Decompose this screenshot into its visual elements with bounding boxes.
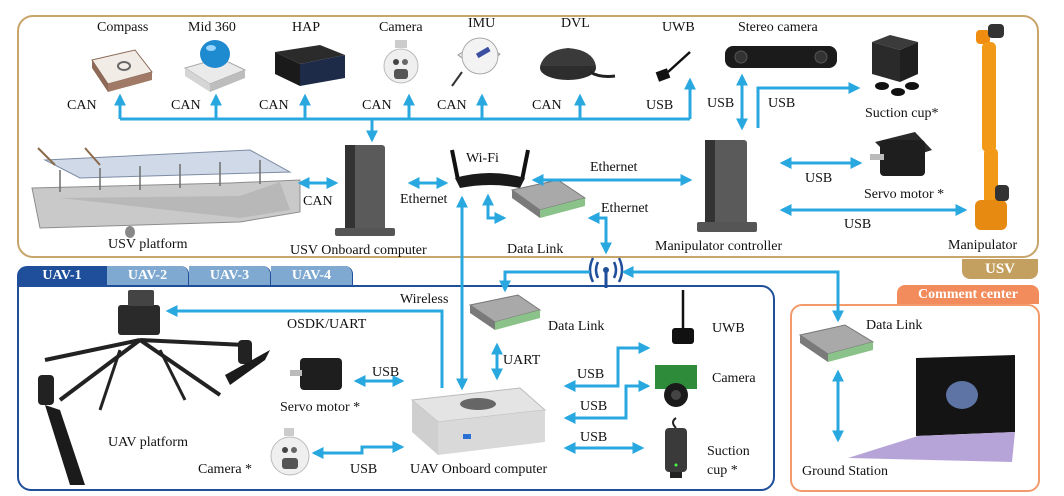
label-uav-onboard-computer: UAV Onboard computer — [410, 462, 548, 477]
tab-uav-2[interactable]: UAV-2 — [107, 266, 189, 286]
label-stereo-camera: Stereo camera — [738, 20, 818, 35]
link-imu: CAN — [437, 98, 467, 113]
link-uwb: USB — [646, 98, 674, 113]
link-stereo-1: USB — [707, 96, 735, 111]
label-usv-suction-cup: Suction cup* — [865, 106, 939, 121]
tab-uav-3[interactable]: UAV-3 — [189, 266, 271, 286]
antenna-hub-icon — [588, 257, 624, 288]
link-osdk-uart: OSDK/UART — [287, 317, 367, 332]
label-uav-camera-star: Camera * — [198, 462, 253, 477]
link-servo-usv: USB — [805, 171, 833, 186]
link-camera-uav: USB — [580, 399, 608, 414]
link-wifi-manipulator: Ethernet — [590, 160, 638, 175]
comment-center-panel — [790, 304, 1040, 492]
link-uart: UART — [503, 353, 541, 368]
label-uav-uwb: UWB — [712, 321, 745, 336]
label-hap: HAP — [292, 20, 321, 35]
label-usv-platform: USV platform — [108, 237, 188, 252]
label-ground-station: Ground Station — [802, 464, 888, 479]
link-camera-star: USB — [350, 462, 378, 477]
link-servo-uav: USB — [372, 365, 400, 380]
label-uav-servo-motor: Servo motor * — [280, 400, 361, 415]
label-imu: IMU — [468, 16, 496, 31]
uav-panel — [17, 285, 775, 491]
usv-tag: USV — [962, 259, 1038, 279]
label-wireless: Wireless — [400, 292, 449, 307]
label-manipulator: Manipulator — [948, 238, 1018, 253]
link-compass: CAN — [67, 98, 97, 113]
tab-uav-1[interactable]: UAV-1 — [17, 266, 107, 286]
label-camera: Camera — [379, 20, 423, 35]
label-wifi: Wi-Fi — [466, 151, 499, 166]
label-dvl: DVL — [561, 16, 590, 31]
usv-panel — [17, 15, 1039, 258]
link-dvl: CAN — [532, 98, 562, 113]
label-mid360: Mid 360 — [188, 20, 236, 35]
uav-tabs: UAV-1 UAV-2 UAV-3 UAV-4 — [17, 266, 353, 286]
link-datalink-ethernet: Ethernet — [601, 201, 649, 216]
link-manipulator: USB — [844, 217, 872, 232]
link-platform-can: CAN — [303, 194, 333, 209]
label-uwb: UWB — [662, 20, 695, 35]
label-uav-data-link: Data Link — [548, 319, 605, 334]
label-usv-data-link: Data Link — [507, 242, 564, 257]
link-onboard-wifi: Ethernet — [400, 192, 448, 207]
link-stereo-2: USB — [768, 96, 796, 111]
link-camera: CAN — [362, 98, 392, 113]
label-cc-data-link: Data Link — [866, 318, 923, 333]
label-usv-onboard-computer: USV Onboard computer — [290, 243, 427, 258]
link-mid360: CAN — [171, 98, 201, 113]
comment-center-tag: Comment center — [897, 285, 1039, 304]
label-manipulator-controller: Manipulator controller — [655, 239, 783, 254]
label-uav-camera: Camera — [712, 371, 756, 386]
label-uav-platform: UAV platform — [108, 435, 188, 450]
label-usv-servo-motor: Servo motor * — [864, 187, 945, 202]
label-compass: Compass — [97, 20, 149, 35]
tab-uav-4[interactable]: UAV-4 — [271, 266, 353, 286]
link-uwb-uav: USB — [577, 367, 605, 382]
link-hap: CAN — [259, 98, 289, 113]
link-suction-uav: USB — [580, 430, 608, 445]
label-uav-suction-cup: Suction cup * — [707, 444, 750, 478]
